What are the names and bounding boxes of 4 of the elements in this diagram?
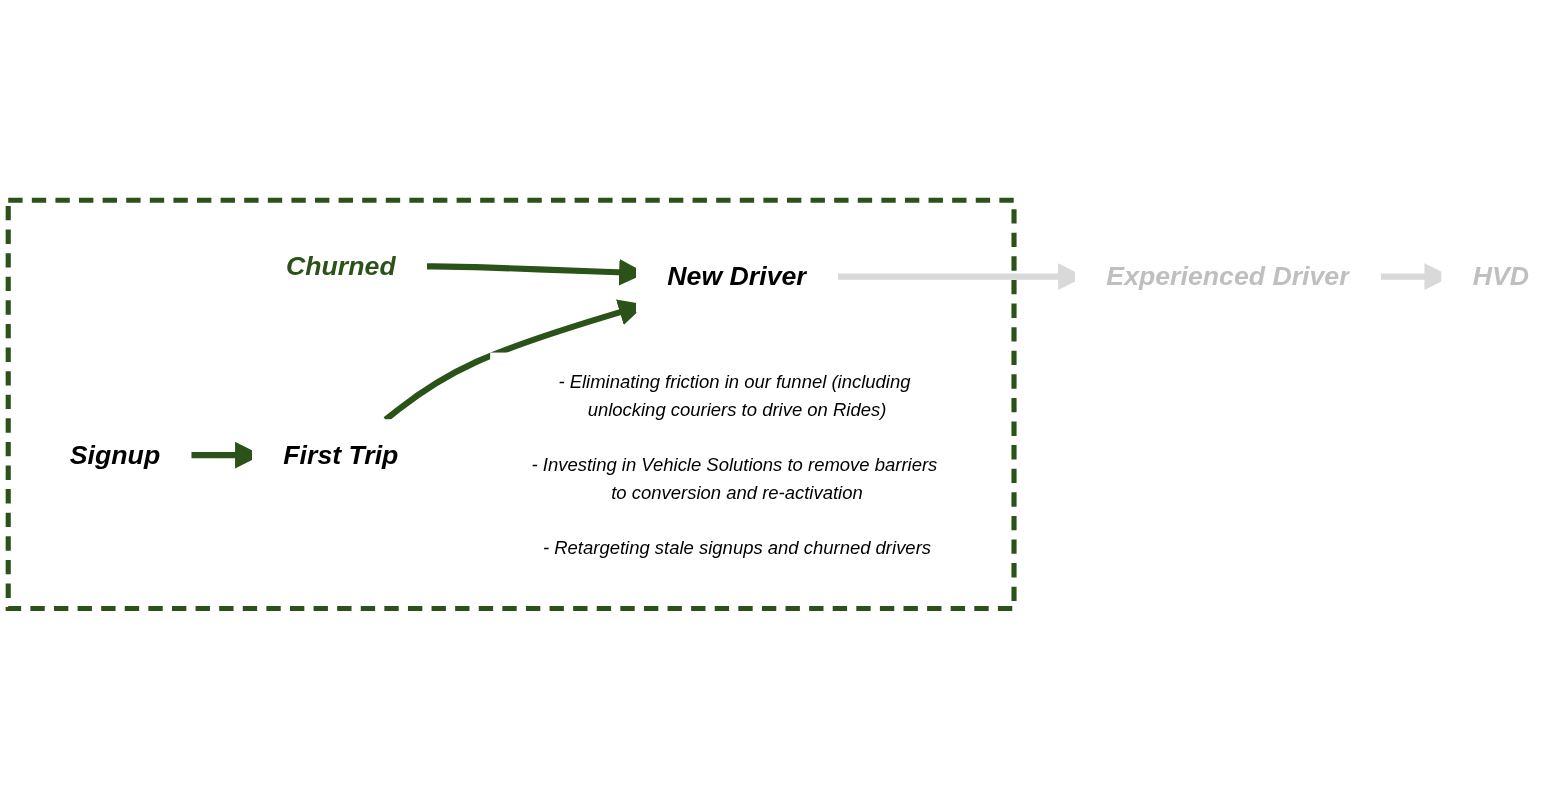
- node-text: - Eliminating friction in our funnel (including unlocking couriers to drive on Rides) - Investing in Vehicle Solutions to remove barriers to conversion and re-activation - Retargeting stale signups and churned drivers: [531, 371, 938, 559]
- node-text: Churned: [286, 250, 396, 282]
- node-text: Signup: [69, 439, 161, 471]
- cluster: [5, 197, 1017, 612]
